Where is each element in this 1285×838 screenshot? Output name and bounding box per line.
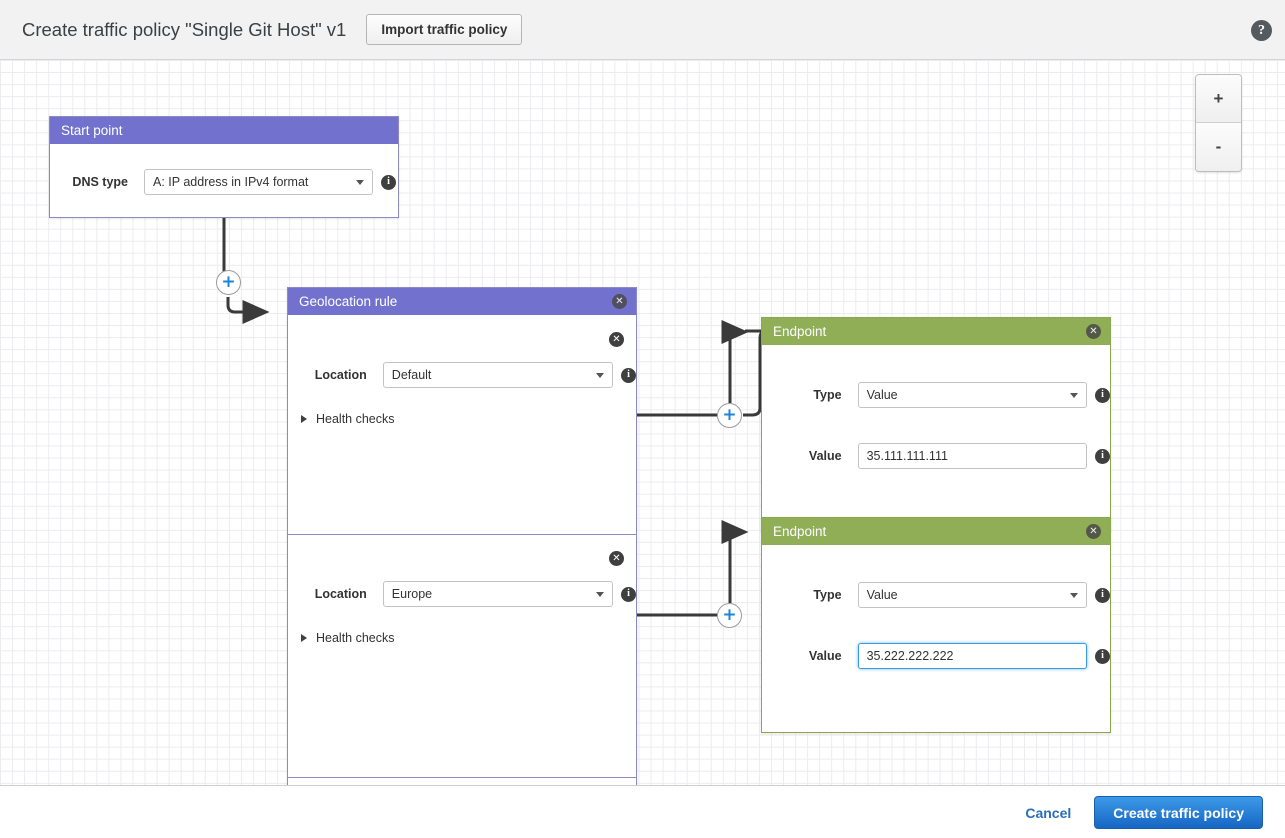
policy-canvas[interactable]: + - Start point DNS type A: IP address i… [0,60,1285,786]
location-1-select[interactable]: Default [382,362,614,388]
chevron-down-icon [1070,393,1079,398]
zoom-in-button[interactable]: + [1196,75,1241,123]
plus-icon: + [722,405,737,425]
endpoint-2-type-select[interactable]: Value [857,582,1088,608]
add-node-button-endpoint-2[interactable]: + [717,603,742,628]
endpoint-2-header: Endpoint ✕ [762,518,1110,545]
add-another-geo-location-button[interactable]: + Add another geo location [288,777,636,785]
geolocation-rule-header: Geolocation rule ✕ [288,288,636,315]
zoom-controls[interactable]: + - [1195,74,1242,172]
endpoint-2-value-label: Value [808,649,842,663]
top-header-bar: Create traffic policy "Single Git Host" … [0,0,1285,60]
location-1-label: Location [314,368,367,382]
chevron-down-icon [356,180,364,185]
endpoint-1-value-text: 35.111.111.111 [866,449,948,463]
endpoint-1-type-label: Type [813,388,842,402]
help-icon[interactable]: ? [1251,20,1272,41]
zoom-out-button[interactable]: - [1196,123,1241,171]
endpoint-2-value-text: 35.222.222.222 [866,649,954,663]
plus-icon: + [221,272,236,292]
start-point-card[interactable]: Start point DNS type A: IP address in IP… [49,116,399,218]
start-point-body: DNS type A: IP address in IPv4 format i [50,144,398,195]
endpoint-2-value-info-icon[interactable]: i [1095,648,1110,664]
page-title: Create traffic policy "Single Git Host" … [22,18,347,40]
dns-type-label: DNS type [72,175,128,189]
start-point-title: Start point [61,123,123,138]
endpoint-2-type-value: Value [866,588,898,602]
endpoint-1-value-input[interactable]: 35.111.111.111 [857,443,1088,469]
start-point-header: Start point [50,117,398,144]
endpoint-card-1[interactable]: Endpoint ✕ Type Value i Value 35.111.111… [761,317,1111,533]
chevron-right-icon [301,415,307,423]
cancel-button[interactable]: Cancel [1025,804,1072,821]
location-1-value: Default [391,368,432,382]
endpoint-2-title: Endpoint [773,524,827,539]
footer-action-bar: Cancel Create traffic policy [0,787,1285,838]
connector-lines [222,218,768,617]
health-checks-toggle-2[interactable]: Health checks [301,631,636,645]
geo-location-section-1: ✕ Location Default i Health checks [288,315,636,534]
delete-endpoint-2-icon[interactable]: ✕ [1086,524,1101,539]
endpoint-1-body: Type Value i Value 35.111.111.111 i [762,345,1110,469]
endpoint-1-type-select[interactable]: Value [857,382,1088,408]
dns-type-value: A: IP address in IPv4 format [153,175,309,189]
location-2-select[interactable]: Europe [382,581,614,607]
chevron-down-icon [596,592,605,597]
chevron-down-icon [1070,593,1079,598]
endpoint-card-2[interactable]: Endpoint ✕ Type Value i Value 35.222.222… [761,517,1111,733]
location-2-label: Location [314,587,367,601]
endpoint-2-body: Type Value i Value 35.222.222.222 i [762,545,1110,669]
endpoint-1-header: Endpoint ✕ [762,318,1110,345]
delete-geo-location-2-icon[interactable]: ✕ [609,551,624,566]
delete-geolocation-rule-icon[interactable]: ✕ [612,294,627,309]
add-node-button-endpoint-1[interactable]: + [717,403,742,428]
endpoint-1-value-info-icon[interactable]: i [1095,448,1110,464]
geolocation-rule-card[interactable]: Geolocation rule ✕ ✕ Location Default i … [287,287,637,785]
location-1-info-icon[interactable]: i [621,367,636,383]
health-checks-2-label: Health checks [316,631,395,645]
endpoint-2-type-label: Type [813,588,842,602]
create-traffic-policy-button[interactable]: Create traffic policy [1094,796,1263,829]
health-checks-1-label: Health checks [316,412,395,426]
geolocation-rule-title: Geolocation rule [299,294,398,309]
location-2-value: Europe [391,587,433,601]
delete-endpoint-1-icon[interactable]: ✕ [1086,324,1101,339]
import-traffic-policy-button[interactable]: Import traffic policy [366,14,523,45]
add-node-button-start[interactable]: + [216,270,241,295]
chevron-right-icon [301,634,307,642]
plus-icon: + [722,605,737,625]
dns-type-info-icon[interactable]: i [381,174,396,190]
endpoint-1-type-value: Value [866,388,898,402]
health-checks-toggle-1[interactable]: Health checks [301,412,636,426]
geo-section-divider [288,534,636,535]
delete-geo-location-1-icon[interactable]: ✕ [609,332,624,347]
endpoint-1-title: Endpoint [773,324,827,339]
endpoint-2-type-info-icon[interactable]: i [1095,587,1110,603]
endpoint-1-type-info-icon[interactable]: i [1095,387,1110,403]
endpoint-2-value-input[interactable]: 35.222.222.222 [857,643,1088,669]
endpoint-1-value-label: Value [808,449,842,463]
location-2-info-icon[interactable]: i [621,586,636,602]
chevron-down-icon [596,373,605,378]
geo-location-section-2: ✕ Location Europe i Health checks [288,534,636,734]
dns-type-select[interactable]: A: IP address in IPv4 format [144,169,373,195]
